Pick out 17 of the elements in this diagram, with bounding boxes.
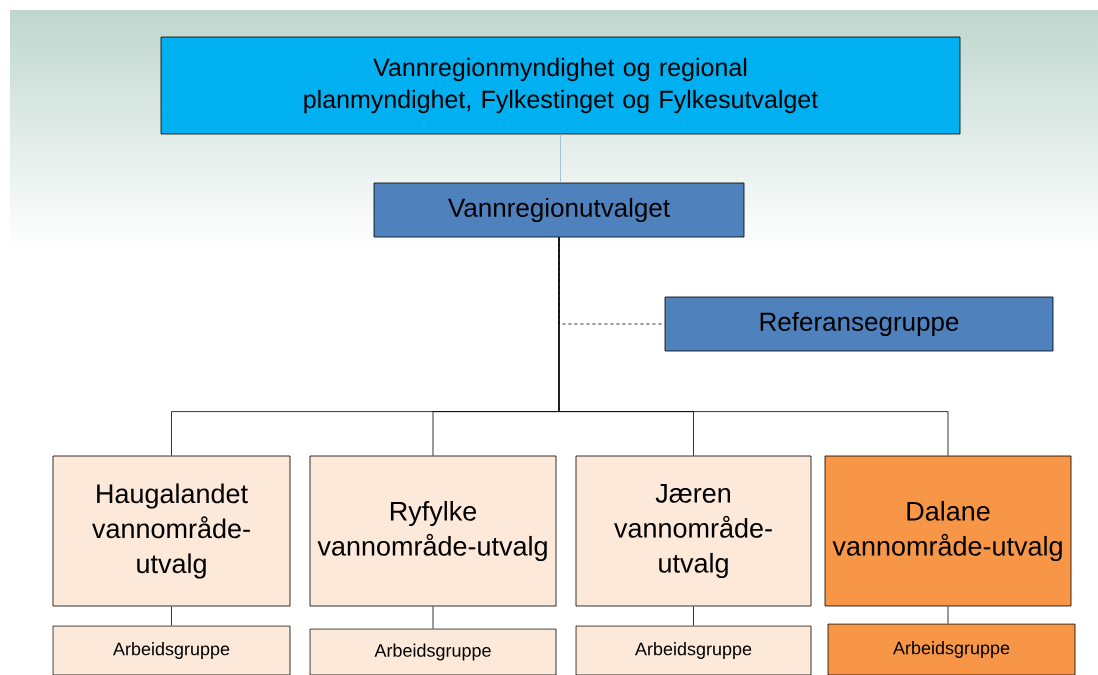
connector-line [693, 606, 694, 626]
connector-line [560, 134, 561, 183]
connector-line [558, 237, 949, 456]
work-group-box: Arbeidsgruppe [309, 628, 557, 675]
connector-line [947, 606, 949, 624]
org-box: Vannregionutvalget [373, 182, 745, 238]
org-box: Haugalandet vannområde-utvalg [52, 455, 291, 607]
org-box: Ryfylke vannområde-utvalg [309, 455, 557, 607]
org-box: Jæren vannområde-utvalg [575, 455, 812, 607]
org-box: Vannregionmyndighet og regional planmyndighet, Fylkestinget og Fylkesutvalget [160, 36, 961, 135]
work-group-box: Arbeidsgruppe [827, 623, 1076, 675]
org-box: Dalane vannområde-utvalg [824, 455, 1072, 607]
connector-line [432, 606, 434, 629]
org-box: Referansegruppe [664, 296, 1054, 352]
work-group-box: Arbeidsgruppe [575, 625, 812, 675]
work-group-box: Arbeidsgruppe [52, 625, 291, 675]
connector-line [171, 606, 172, 626]
